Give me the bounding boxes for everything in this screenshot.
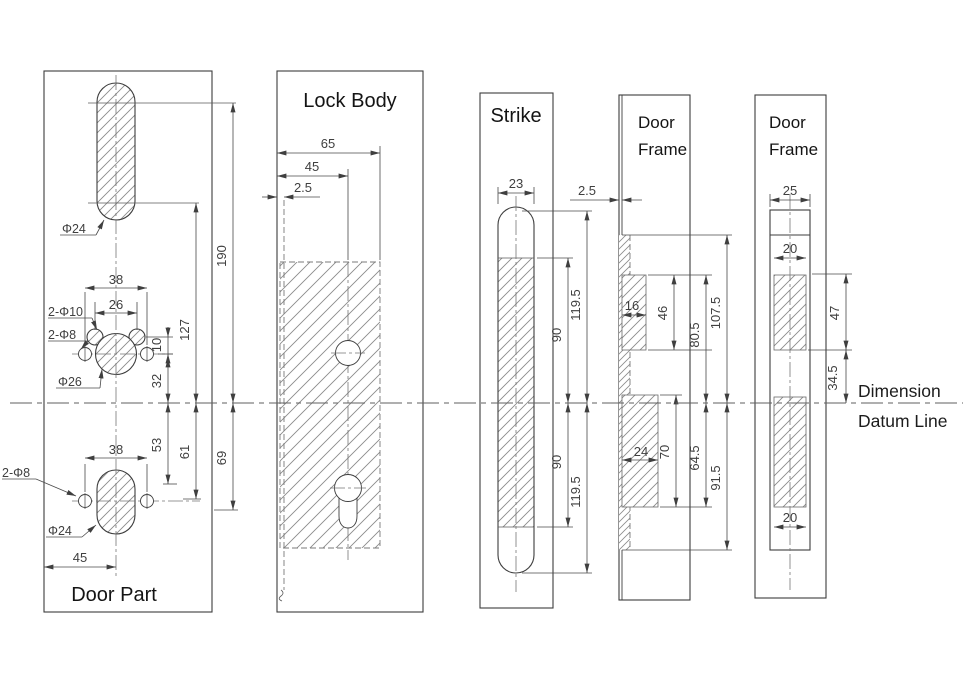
label-phi26: Φ26	[58, 375, 82, 389]
door-frame-2-outline	[754, 94, 827, 599]
dim-127: 127	[177, 319, 192, 341]
panel-title-door-frame-2-line1: Door	[769, 113, 806, 132]
dim-91-5: 91.5	[708, 465, 723, 490]
label-2-phi8-upper: 2-Φ8	[48, 328, 76, 342]
dim-32: 32	[149, 374, 164, 388]
dim-90-upper: 90	[549, 328, 564, 342]
dim-119-5-lower: 119.5	[568, 476, 583, 508]
deadbolt-recess	[621, 394, 659, 508]
dim-119-5-upper: 119.5	[568, 289, 583, 321]
dim-64-5: 64.5	[687, 445, 702, 470]
dim-20-lower: 20	[783, 510, 797, 525]
label-2-phi8-lower: 2-Φ8	[2, 466, 30, 480]
strike-plate-outline	[479, 92, 554, 609]
strike-panel: Strike 23 90 90 119.5 119.5	[479, 92, 592, 609]
dim-38-upper: 38	[109, 272, 123, 287]
panel-title-door-frame-1-line2: Frame	[638, 140, 687, 159]
dim-2-5-door-frame: 2.5	[578, 183, 596, 198]
door-part-panel: 38 26 2-Φ10 2-Φ8 Φ26 Φ24 Φ24 2-Φ8 38	[2, 70, 238, 613]
upper-recess	[773, 274, 807, 351]
dim-70: 70	[657, 445, 672, 459]
dim-45-door-part: 45	[73, 550, 87, 565]
dim-65: 65	[321, 136, 335, 151]
lock-body-panel: Lock Body 65 45 2.5	[262, 70, 424, 613]
dim-20-upper: 20	[783, 241, 797, 256]
dim-25: 25	[783, 183, 797, 198]
dim-24: 24	[634, 444, 648, 459]
panel-title-door-frame-1-line1: Door	[638, 113, 675, 132]
label-phi24-top: Φ24	[62, 222, 86, 236]
dim-46: 46	[655, 306, 670, 320]
datum-label-line2: Datum Line	[858, 411, 948, 431]
panel-title-door-frame-2-line2: Frame	[769, 140, 818, 159]
dim-2-5-lock-body: 2.5	[294, 180, 312, 195]
door-part-plate-outline	[43, 70, 213, 613]
lock-case-hatched-region	[279, 261, 381, 549]
door-frame-1-panel: Door Frame 2.5 16 46 80.5 107.5 24	[570, 94, 732, 601]
dim-23: 23	[509, 176, 523, 191]
break-squiggle	[278, 589, 284, 602]
dim-16: 16	[625, 298, 639, 313]
label-phi24-bottom: Φ24	[48, 524, 72, 538]
dim-10: 10	[149, 338, 164, 352]
dim-26: 26	[109, 297, 123, 312]
dim-45-lock-body: 45	[305, 159, 319, 174]
dimension-datum: Dimension Datum Line	[10, 381, 963, 431]
dim-190: 190	[214, 245, 229, 267]
panel-title-lock-body: Lock Body	[303, 90, 396, 112]
dim-38-lower: 38	[109, 442, 123, 457]
dim-47: 47	[827, 306, 842, 320]
dim-61: 61	[177, 445, 192, 459]
label-2-phi10: 2-Φ10	[48, 305, 83, 319]
panel-title-strike: Strike	[490, 105, 541, 127]
dim-90-lower: 90	[549, 455, 564, 469]
dim-34-5: 34.5	[825, 365, 840, 390]
dim-80-5: 80.5	[687, 322, 702, 347]
frame-wall-section	[619, 235, 630, 550]
dim-53: 53	[149, 438, 164, 452]
panel-title-door-part: Door Part	[71, 584, 157, 606]
dim-69: 69	[214, 451, 229, 465]
datum-label-line1: Dimension	[858, 381, 941, 401]
lock-body-plate-outline	[276, 70, 424, 613]
door-frame-2-panel: Door Frame 25 20 47 34.5 20	[754, 94, 852, 599]
dim-107-5: 107.5	[708, 297, 723, 330]
